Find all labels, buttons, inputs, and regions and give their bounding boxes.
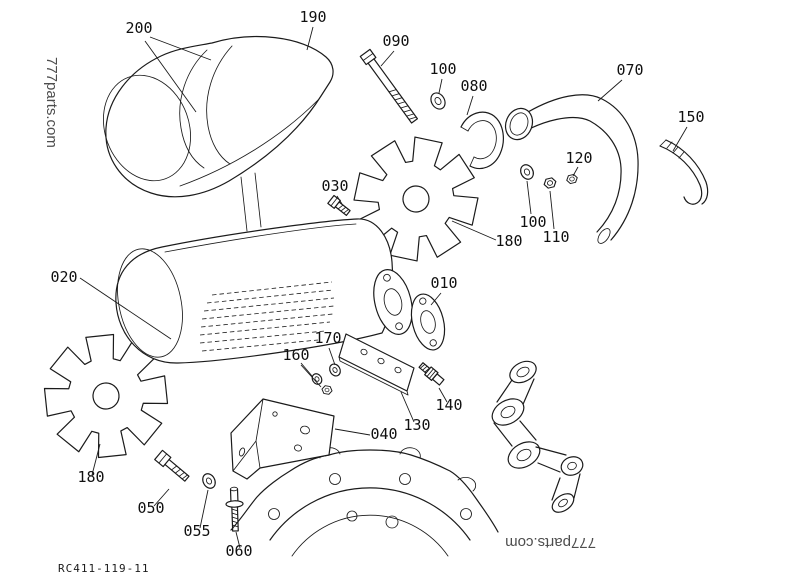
washer-170 bbox=[329, 363, 341, 377]
washer-055 bbox=[202, 473, 216, 489]
nut-120 bbox=[566, 173, 578, 185]
clamp-080 bbox=[460, 111, 504, 170]
callout-190: 190 bbox=[299, 8, 326, 26]
bolt-050 bbox=[154, 449, 190, 482]
bolt-030 bbox=[327, 194, 351, 216]
callout-060: 060 bbox=[225, 542, 252, 560]
flywheel-housing bbox=[230, 447, 499, 557]
callout-100-mid: 100 bbox=[519, 213, 546, 231]
callout-200: 200 bbox=[125, 19, 152, 37]
star-gasket-left bbox=[39, 329, 173, 463]
star-gasket-right bbox=[343, 126, 489, 272]
watermark-bottom-right: 777parts.com bbox=[505, 534, 596, 551]
gasket-010 bbox=[410, 293, 446, 351]
washer-100-mid bbox=[520, 164, 534, 180]
callout-170: 170 bbox=[314, 329, 341, 347]
callout-010: 010 bbox=[430, 274, 457, 292]
callout-090: 090 bbox=[382, 32, 409, 50]
washer-100-upper bbox=[430, 92, 446, 110]
watermark-left: 777parts.com bbox=[43, 57, 60, 148]
callout-150: 150 bbox=[677, 108, 704, 126]
callout-020: 020 bbox=[50, 268, 77, 286]
callout-130: 130 bbox=[403, 416, 430, 434]
callout-030: 030 bbox=[321, 177, 348, 195]
heat-shield-cover bbox=[103, 36, 334, 232]
callout-055: 055 bbox=[183, 522, 210, 540]
callout-180-left: 180 bbox=[77, 468, 104, 486]
washer-160 bbox=[311, 373, 323, 385]
callout-160: 160 bbox=[282, 346, 309, 364]
callout-080: 080 bbox=[460, 77, 487, 95]
muffler-body bbox=[115, 218, 413, 364]
callout-070: 070 bbox=[616, 61, 643, 79]
exhaust-pipe-070 bbox=[504, 94, 639, 244]
callout-100-upper: 100 bbox=[429, 60, 456, 78]
callout-180-right: 180 bbox=[495, 232, 522, 250]
callout-040: 040 bbox=[370, 425, 397, 443]
sheet-code: RC411-119-11 bbox=[58, 562, 149, 575]
plate-130 bbox=[338, 333, 415, 396]
spring-rod-150 bbox=[659, 139, 709, 205]
engine-mount-boss bbox=[491, 360, 584, 513]
bracket-040 bbox=[230, 398, 335, 480]
stud-060 bbox=[225, 486, 244, 532]
leader-lines bbox=[79, 26, 688, 549]
nut-160 bbox=[321, 385, 333, 395]
callout-140: 140 bbox=[435, 396, 462, 414]
fitting-140 bbox=[418, 362, 445, 386]
callout-labels: 200 190 090 100 080 070 150 120 030 180 … bbox=[50, 8, 704, 560]
bolt-090 bbox=[359, 48, 419, 124]
muffler-perforation-hatch bbox=[199, 281, 335, 352]
nut-110 bbox=[543, 177, 557, 189]
callout-110: 110 bbox=[542, 228, 569, 246]
callout-120: 120 bbox=[565, 149, 592, 167]
muffler-outlet-flange bbox=[373, 269, 413, 335]
callout-050: 050 bbox=[137, 499, 164, 517]
